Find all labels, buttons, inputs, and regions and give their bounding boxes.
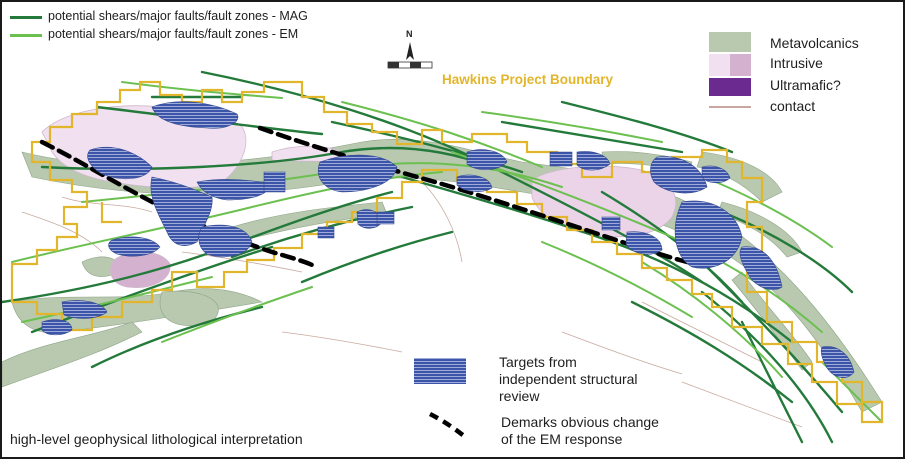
legend-targets-3: review: [499, 388, 540, 404]
contact-lines: [21, 181, 803, 428]
north-letter: N: [406, 29, 413, 39]
swatch-em-change: [428, 411, 466, 438]
swatch-metavolcanics: [709, 32, 751, 52]
map-caption: high-level geophysical lithological inte…: [10, 431, 303, 447]
boundary-label: Hawkins Project Boundary: [442, 72, 614, 87]
legend-contact: contact: [770, 98, 816, 114]
legend-emchange-2: of the EM response: [501, 431, 623, 447]
swatch-targets: [414, 358, 466, 384]
structural-targets: [41, 101, 855, 378]
legend-targets-1: Targets from: [499, 354, 577, 370]
em-legend-line: [10, 34, 42, 37]
legend-metavolcanics: Metavolcanics: [770, 35, 859, 51]
mag-legend-line: [10, 16, 42, 19]
north-arrow-icon: [406, 42, 414, 60]
legend-targets-2: independent structural: [499, 371, 638, 387]
swatch-ultramafic: [709, 78, 751, 96]
em-legend-label: potential shears/major faults/fault zone…: [48, 27, 299, 41]
north-arrow-scale: [387, 42, 433, 69]
legend-emchange-1: Demarks obvious change: [501, 414, 659, 430]
project-boundary: [10, 80, 884, 424]
legend-bottom-swatches: [414, 358, 466, 438]
legend-ultramafic: Ultramafic?: [770, 77, 841, 93]
legend-swatches: [709, 32, 751, 108]
legend-intrusive: Intrusive: [770, 55, 823, 71]
mag-legend-label: potential shears/major faults/fault zone…: [48, 9, 308, 23]
